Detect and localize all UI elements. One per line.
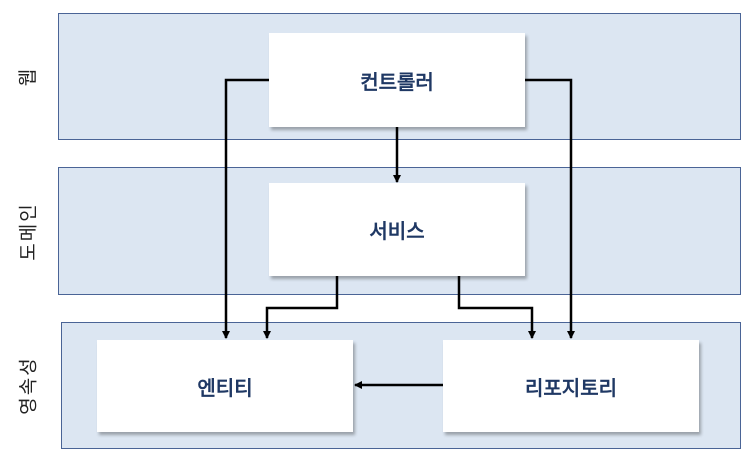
arrow-service-to-entity (263, 276, 339, 339)
arrow-controller-to-entity (222, 78, 269, 339)
arrow-service-to-repository (457, 276, 536, 339)
service-box: 서비스 (269, 183, 525, 276)
arrow-controller-to-repository (525, 78, 575, 339)
entity-box: 엔티티 (97, 340, 353, 432)
repository-box: 리포지토리 (443, 340, 699, 432)
controller-box: 컨트롤러 (269, 33, 525, 127)
